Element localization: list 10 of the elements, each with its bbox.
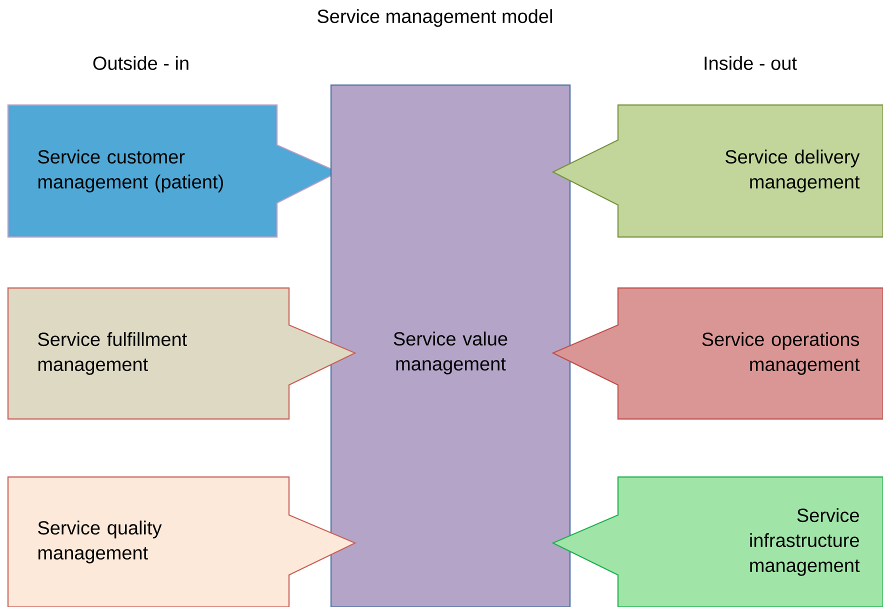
callout-box: Service customer management (patient) — [7, 104, 340, 238]
side-heading: Inside - out — [704, 56, 797, 70]
value-bar: Service value management — [330, 84, 571, 607]
callout-box: Service delivery management — [552, 104, 883, 238]
callout-box: Service infrastructure management — [552, 476, 883, 607]
side-heading: Outside - in — [93, 56, 188, 70]
callout-box: Service operations management — [552, 287, 883, 420]
title: Service management model — [318, 9, 552, 27]
callout-box: Service quality management — [7, 476, 356, 607]
callout-box: Service fulfillment management — [7, 287, 356, 420]
